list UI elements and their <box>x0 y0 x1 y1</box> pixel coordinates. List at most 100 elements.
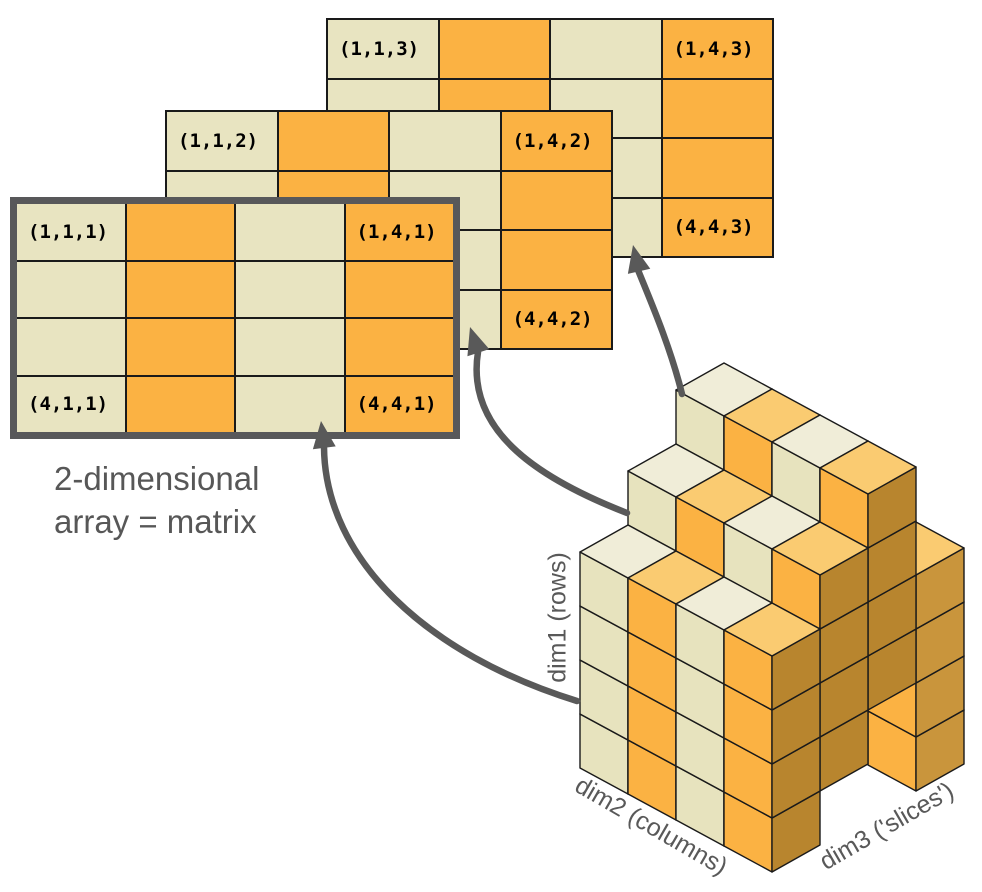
cube-side-face <box>915 547 965 630</box>
cube-front-face <box>579 551 629 633</box>
cube-side-face <box>627 712 677 795</box>
cell-index-label: (1,1,1) <box>28 220 109 243</box>
cube-top-face <box>819 494 917 549</box>
cube-side-face <box>675 576 725 659</box>
cube-top-face <box>723 603 821 658</box>
matrix-slice-1-cell <box>345 261 453 317</box>
cube-front-face <box>627 578 677 660</box>
cube-side-face <box>771 575 821 658</box>
cube-front-face <box>675 604 725 686</box>
cube-front-face <box>819 629 869 711</box>
matrix-slice-1-cell <box>126 319 234 375</box>
cube-top-face <box>723 549 821 604</box>
matrix-slice-3-cell <box>439 20 549 78</box>
cell-index-label: (1,4,1) <box>356 220 437 243</box>
cell-index-label: (1,4,3) <box>673 37 754 60</box>
cube-top-face <box>771 575 869 630</box>
cube-front-face <box>771 710 821 792</box>
cube-top-face <box>867 575 965 630</box>
cube-front-face <box>723 684 773 766</box>
cube-side-face <box>819 602 869 685</box>
cube-side-face <box>627 550 677 633</box>
cube-side-face <box>723 549 773 632</box>
cube-top-face <box>675 738 773 793</box>
cube-side-face <box>819 709 869 792</box>
cube-top-face <box>675 577 773 632</box>
cube-top-face <box>675 576 773 631</box>
cube-top-face <box>723 710 821 765</box>
cube-side-face <box>627 604 677 687</box>
cube-side-face <box>771 414 821 497</box>
matrix-slice-2-cell: (4,4,2) <box>501 290 611 348</box>
cube-top-face <box>675 684 773 739</box>
matrix-slice-1-cell <box>17 319 125 375</box>
cube-front-face <box>723 577 773 659</box>
cube-side-face <box>771 682 821 765</box>
cube-side-face <box>675 469 725 552</box>
cube-side-face <box>723 657 773 740</box>
cell-index-label: (4,4,1) <box>356 393 437 416</box>
cube-front-face <box>627 632 677 714</box>
cube-side-face <box>723 388 773 471</box>
cube-front-face <box>579 659 629 741</box>
cube-top-face <box>579 686 677 741</box>
cube-top-face <box>723 657 821 712</box>
cube-front-face <box>675 603 725 685</box>
cube-side-face <box>867 628 917 711</box>
cube-top-face <box>675 630 773 685</box>
matrix-slice-1-cell <box>126 204 234 260</box>
cube-side-face <box>819 548 869 631</box>
cube-front-face <box>675 551 725 633</box>
cube-side-face <box>675 630 725 713</box>
cube-side-face <box>771 736 821 819</box>
cube-top-face <box>675 631 773 686</box>
matrix-slice-1-cell <box>126 261 234 317</box>
cube-side-face <box>771 683 821 766</box>
cube-top-face <box>771 522 869 577</box>
cube-front-face <box>675 658 725 740</box>
cube-side-face <box>915 601 965 684</box>
cube-top-face <box>819 548 917 603</box>
cube-front-face <box>627 577 677 659</box>
cube-front-face <box>675 497 725 579</box>
matrix-slice-2-cell: (1,1,2) <box>167 112 277 170</box>
cube-front-face <box>723 576 773 658</box>
matrix-slice-1-cell <box>345 319 453 375</box>
matrix-slice-1: (1,1,1)(1,4,1)(4,1,1)(4,4,1) <box>10 197 460 439</box>
axis-label-dim2-columns: dim2 (columns) <box>570 771 733 881</box>
matrix-slice-3-cell <box>551 20 661 78</box>
cube-top-face <box>627 550 725 605</box>
cube-top-face <box>723 602 821 657</box>
cell-index-label: (1,1,3) <box>339 37 420 60</box>
matrix-slice-2-cell <box>390 112 500 170</box>
matrix-slice-3-cell: (1,1,3) <box>328 20 438 78</box>
cube-side-face <box>771 629 821 712</box>
matrix-slice-2-cell: (1,4,2) <box>501 112 611 170</box>
cube-front-face <box>771 549 821 631</box>
matrix-slice-2-cell <box>501 231 611 289</box>
arrow-to-slice-2 <box>473 348 631 517</box>
cube-front-face <box>819 575 869 657</box>
cube-front-face <box>723 630 773 712</box>
caption-2d-array: 2-dimensional array = matrix <box>54 457 259 543</box>
cell-index-label: (4,4,3) <box>673 216 754 239</box>
matrix-slice-1-cell: (1,4,1) <box>345 204 453 260</box>
matrix-slice-3-cell <box>662 139 772 197</box>
cube-side-face <box>819 440 869 523</box>
cube-side-face <box>819 547 869 630</box>
cube-front-face <box>627 470 677 552</box>
cube-top-face <box>723 656 821 711</box>
cube-side-face <box>723 603 773 686</box>
cube-front-face <box>819 467 869 549</box>
cube-top-face <box>627 443 725 498</box>
cube-top-face <box>579 524 677 579</box>
cube-top-face <box>627 604 725 659</box>
cube-top-face <box>771 414 869 469</box>
cube-front-face <box>771 495 821 577</box>
cube-top-face <box>579 578 677 633</box>
cube-side-face <box>819 601 869 684</box>
cube-side-face <box>867 520 917 603</box>
cube-top-face <box>675 523 773 578</box>
cube-front-face <box>723 522 773 604</box>
